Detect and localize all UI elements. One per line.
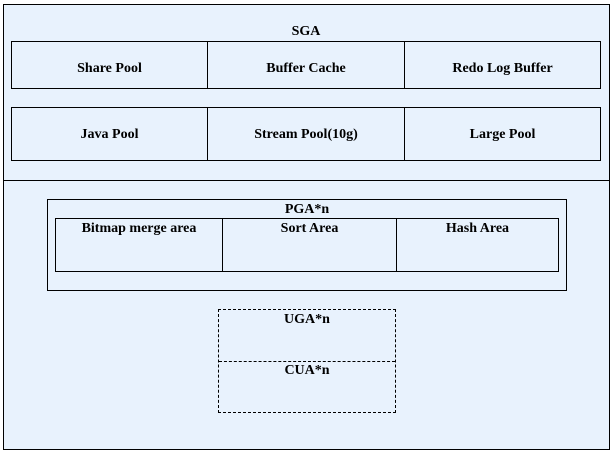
bitmap-merge-area-label: Bitmap merge area [81, 221, 197, 236]
buffer-cache-label: Buffer Cache [266, 61, 346, 76]
buffer-cache-cell: Buffer Cache [208, 42, 405, 88]
pga-title: PGA*n [284, 202, 330, 217]
redo-log-buffer-label: Redo Log Buffer [452, 61, 553, 76]
large-pool-label: Large Pool [469, 127, 536, 142]
java-pool-label: Java Pool [80, 127, 139, 142]
stream-pool-cell: Stream Pool(10g) [208, 108, 405, 160]
bitmap-merge-area-cell: Bitmap merge area [56, 219, 223, 271]
cua-title: CUA*n [284, 363, 330, 378]
sga-row-2: Java Pool Stream Pool(10g) Large Pool [11, 107, 601, 161]
uga-cua-box: UGA*n CUA*n [218, 309, 396, 413]
uga-title: UGA*n [284, 312, 330, 327]
pga-box: PGA*n Bitmap merge area Sort Area Hash A… [47, 199, 567, 291]
stream-pool-label: Stream Pool(10g) [254, 127, 358, 142]
uga-cua-divider [219, 361, 395, 362]
sga-row-1: Share Pool Buffer Cache Redo Log Buffer [11, 41, 601, 89]
share-pool-cell: Share Pool [12, 42, 208, 88]
hash-area-label: Hash Area [445, 221, 510, 236]
java-pool-cell: Java Pool [12, 108, 208, 160]
sga-title: SGA [291, 24, 321, 39]
share-pool-label: Share Pool [77, 61, 142, 76]
pga-areas: Bitmap merge area Sort Area Hash Area [55, 218, 559, 272]
sort-area-cell: Sort Area [223, 219, 397, 271]
redo-log-buffer-cell: Redo Log Buffer [405, 42, 600, 88]
large-pool-cell: Large Pool [405, 108, 600, 160]
sga-region-divider [3, 180, 610, 181]
sort-area-label: Sort Area [280, 221, 339, 236]
hash-area-cell: Hash Area [397, 219, 558, 271]
